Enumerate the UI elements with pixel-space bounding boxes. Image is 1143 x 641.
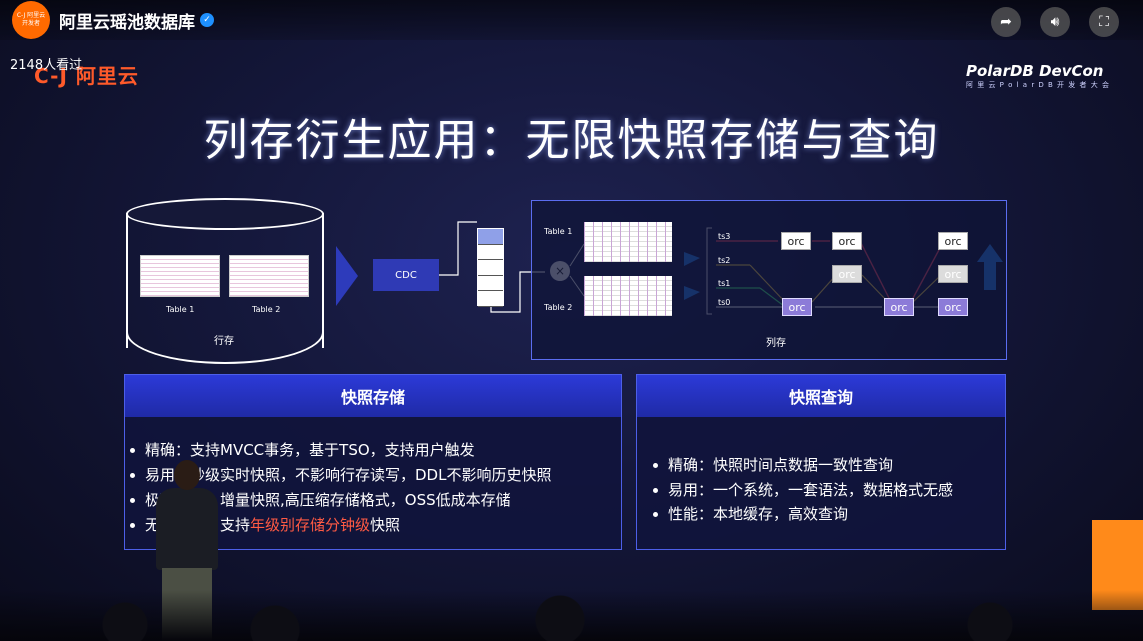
fullscreen-icon: ⛶ <box>1099 14 1109 30</box>
row-store-cylinder: Table 1 Table 2 行存 <box>126 198 324 364</box>
bullet-text: 精确：快照时间点数据一致性查询 <box>668 456 894 474</box>
ts2-label: ts2 <box>718 256 731 265</box>
slide-title: 列存衍生应用：无限快照存储与查询 <box>203 115 940 166</box>
row-table-2-grid <box>229 255 309 297</box>
slide-brand-logo: C-J 阿里云 <box>34 64 139 88</box>
orc-file-ghost: orc <box>832 265 862 283</box>
col-table-2-label: Table 2 <box>544 303 573 312</box>
row-store-label: 行存 <box>214 336 234 347</box>
queue-to-column-line <box>490 271 545 313</box>
snapshot-storage-bullet-3: 极致成本：增量快照,高压缩存储格式，OSS低成本存储 <box>130 489 511 510</box>
volume-icon: 🔊︎ <box>1050 14 1060 30</box>
audience-silhouettes <box>0 590 1143 641</box>
snapshot-storage-bullet-2: 易用：秒级实时快照，不影响行存读写，DDL不影响历史快照 <box>130 464 551 485</box>
ts0-label: ts0 <box>718 298 731 307</box>
presenter-torso <box>156 488 218 570</box>
event-logo-subtitle: 阿 里 云 P o l a r D B 开 发 者 大 会 <box>966 81 1110 89</box>
avatar-text-line1: C-J 阿里云 <box>16 12 46 19</box>
col-table-1-label: Table 1 <box>544 227 573 236</box>
bullet-text: 极致成本：增量快照,高压缩存储格式，OSS低成本存储 <box>145 491 511 509</box>
check-badge-icon: ✓ <box>200 13 214 27</box>
message-queue <box>477 228 504 307</box>
row-table-2-label: Table 2 <box>252 305 281 314</box>
col-table-2-grid <box>584 276 672 316</box>
volume-button[interactable]: 🔊︎ <box>1040 7 1070 37</box>
cdc-label: CDC <box>395 269 417 281</box>
share-button[interactable]: ➦ <box>991 7 1021 37</box>
snapshot-storage-title: 快照存储 <box>125 375 621 417</box>
snapshot-query-bullet-2: 易用：一个系统，一套语法，数据格式无感 <box>653 479 953 500</box>
avatar-text-line2: 开发者 <box>21 20 40 27</box>
fullscreen-button[interactable]: ⛶ <box>1089 7 1119 37</box>
channel-name[interactable]: 阿里云瑶池数据库 <box>59 12 195 33</box>
cdc-to-queue-line <box>439 221 477 276</box>
orc-file-base: orc <box>782 298 812 316</box>
orc-file: orc <box>781 232 811 250</box>
snapshot-query-title: 快照查询 <box>637 375 1005 417</box>
orc-file-base: orc <box>938 298 968 316</box>
orc-file: orc <box>938 232 968 250</box>
bullet-text: 性能：本地缓存，高效查询 <box>668 505 849 523</box>
snapshot-storage-bullet-1: 精确：支持MVCC事务，基于TSO，支持用户触发 <box>130 439 475 460</box>
view-count: 2148人看过 <box>10 58 83 73</box>
bullet-text-suffix: 快照 <box>370 516 401 534</box>
share-icon: ➦ <box>1000 14 1012 30</box>
column-store-label: 列存 <box>766 338 786 349</box>
bullet-text: 易用：秒级实时快照，不影响行存读写，DDL不影响历史快照 <box>145 466 552 484</box>
presenter-head <box>174 460 200 490</box>
col-table-1-grid <box>584 222 672 262</box>
orc-file-ghost: orc <box>938 265 968 283</box>
snapshot-query-bullet-1: 精确：快照时间点数据一致性查询 <box>653 454 893 475</box>
row-table-1-label: Table 1 <box>166 305 195 314</box>
row-table-1-grid <box>140 255 220 297</box>
cylinder-body <box>126 213 324 348</box>
bullet-highlight: 年级别存储分钟级 <box>250 516 371 534</box>
snapshot-query-panel: 快照查询 <box>636 374 1006 550</box>
orc-file-base: orc <box>884 298 914 316</box>
player-top-bar: C-J 阿里云 开发者 阿里云瑶池数据库 ✓ ➦ 🔊︎ ⛶ <box>0 0 1143 40</box>
channel-avatar[interactable]: C-J 阿里云 开发者 <box>12 1 50 39</box>
flow-arrow <box>336 246 358 306</box>
cdc-box: CDC <box>373 259 439 291</box>
bullet-text: 精确：支持MVCC事务，基于TSO，支持用户触发 <box>145 441 475 459</box>
cylinder-top <box>126 198 324 230</box>
event-logo: PolarDB DevCon <box>966 62 1104 80</box>
ts3-label: ts3 <box>718 232 731 241</box>
ts1-label: ts1 <box>718 279 731 288</box>
orc-file: orc <box>832 232 862 250</box>
bullet-text: 易用：一个系统，一套语法，数据格式无感 <box>668 481 954 499</box>
snapshot-query-bullet-3: 性能：本地缓存，高效查询 <box>653 503 848 524</box>
